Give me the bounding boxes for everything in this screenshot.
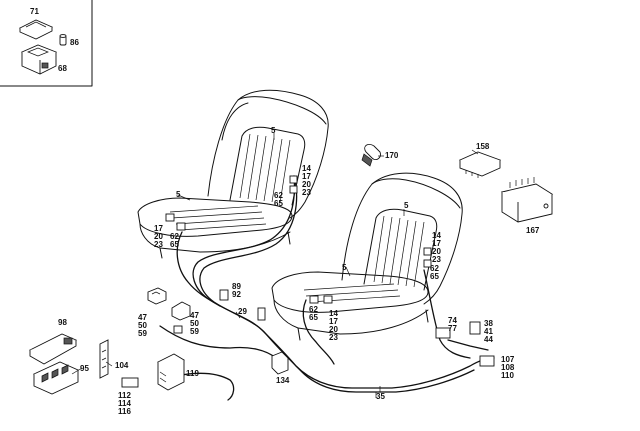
label-50a: 50	[138, 321, 147, 330]
label-rb-62: 62	[430, 264, 439, 273]
label-134: 134	[276, 376, 290, 385]
part-71-tray	[18, 19, 54, 40]
connector-left-back-2	[289, 175, 298, 184]
label-right-back: 5	[404, 201, 409, 210]
label-lb-17: 17	[302, 172, 311, 181]
label-lb-23: 23	[302, 188, 311, 197]
label-rc-17: 17	[329, 317, 338, 326]
label-lb-65: 65	[274, 199, 283, 208]
label-lc-20: 20	[154, 232, 163, 241]
part-95-fuse-box	[32, 361, 80, 395]
label-rc-14: 14	[329, 309, 338, 318]
label-lc-23: 23	[154, 240, 163, 249]
label-rb-65: 65	[430, 272, 439, 281]
label-50b: 50	[190, 319, 199, 328]
part-112-plug	[121, 377, 139, 388]
leader-lines	[71, 133, 479, 398]
label-lb-14: 14	[302, 164, 311, 173]
part-104-bracket	[99, 339, 109, 379]
label-47a: 47	[138, 313, 147, 322]
label-77: 77	[448, 324, 457, 333]
label-116: 116	[118, 407, 131, 416]
label-112: 112	[118, 391, 131, 400]
label-167: 167	[526, 226, 540, 235]
part-119-unit	[157, 353, 185, 391]
label-right-cushion: 5	[342, 263, 347, 272]
part-170-clip	[361, 143, 381, 167]
label-74: 74	[448, 316, 457, 325]
label-rb-23: 23	[432, 255, 441, 264]
label-98: 98	[58, 318, 67, 327]
labels: 5 5 14 17 20 23 62 65 17 20 23 62 65 5 5…	[58, 126, 540, 416]
connector-right-back-2	[423, 259, 432, 268]
label-left-cushion: 5	[176, 190, 181, 199]
connector-left-back-1	[289, 185, 298, 194]
label-29: 29	[238, 307, 247, 316]
connector-90	[257, 307, 266, 321]
connector-left-cushion-1	[165, 213, 175, 222]
part-47-switch-a	[147, 287, 167, 305]
label-rb-17: 17	[432, 239, 441, 248]
label-rc-23: 23	[329, 333, 338, 342]
label-41: 41	[484, 327, 493, 336]
label-rb-14: 14	[432, 231, 441, 240]
label-95: 95	[80, 364, 89, 373]
label-lc-62: 62	[170, 232, 179, 241]
label-left-back: 5	[271, 126, 276, 135]
label-170: 170	[385, 151, 399, 160]
part-158-module	[458, 151, 502, 178]
inset-box: 71 86 68	[0, 0, 93, 87]
label-rc-62: 62	[309, 305, 318, 314]
label-lb-62: 62	[274, 191, 283, 200]
left-seat	[137, 89, 329, 259]
label-71: 71	[30, 7, 39, 16]
label-rc-20: 20	[329, 325, 338, 334]
label-44: 44	[484, 335, 493, 344]
label-lc-65: 65	[170, 240, 179, 249]
part-74-connector	[435, 327, 451, 339]
label-108: 108	[501, 363, 515, 372]
part-68-housing	[20, 44, 58, 75]
connector-left-cushion-2	[176, 222, 186, 231]
connector-right-cushion-2	[323, 295, 333, 304]
label-104: 104	[115, 361, 129, 370]
label-107: 107	[501, 355, 515, 364]
part-86-plug	[59, 34, 67, 46]
label-158: 158	[476, 142, 490, 151]
connector-89	[219, 289, 229, 301]
part-107-connector	[479, 355, 495, 367]
label-92: 92	[232, 290, 241, 299]
label-lc-17: 17	[154, 224, 163, 233]
label-rb-20: 20	[432, 247, 441, 256]
label-89: 89	[232, 282, 241, 291]
label-59b: 59	[190, 327, 199, 336]
label-59a: 59	[138, 329, 147, 338]
label-68: 68	[58, 64, 67, 73]
label-47b: 47	[190, 311, 199, 320]
part-167-control-unit	[500, 177, 554, 223]
connector-right-cushion-1	[309, 295, 319, 304]
part-134-connector	[271, 351, 289, 375]
inset-border	[0, 0, 93, 87]
label-rc-65: 65	[309, 313, 318, 322]
part-47-switch-b	[171, 301, 191, 334]
part-98-bracket	[29, 333, 78, 365]
label-38: 38	[484, 319, 493, 328]
right-seat	[271, 172, 463, 341]
label-86: 86	[70, 38, 79, 47]
components	[29, 143, 554, 395]
label-110: 110	[501, 371, 514, 380]
label-119: 119	[186, 369, 199, 378]
label-35: 35	[376, 392, 385, 401]
label-lb-20: 20	[302, 180, 311, 189]
part-38-connector	[469, 321, 481, 335]
label-114: 114	[118, 399, 131, 408]
wiring-harness	[159, 175, 495, 401]
connector-right-back-1	[423, 247, 432, 256]
